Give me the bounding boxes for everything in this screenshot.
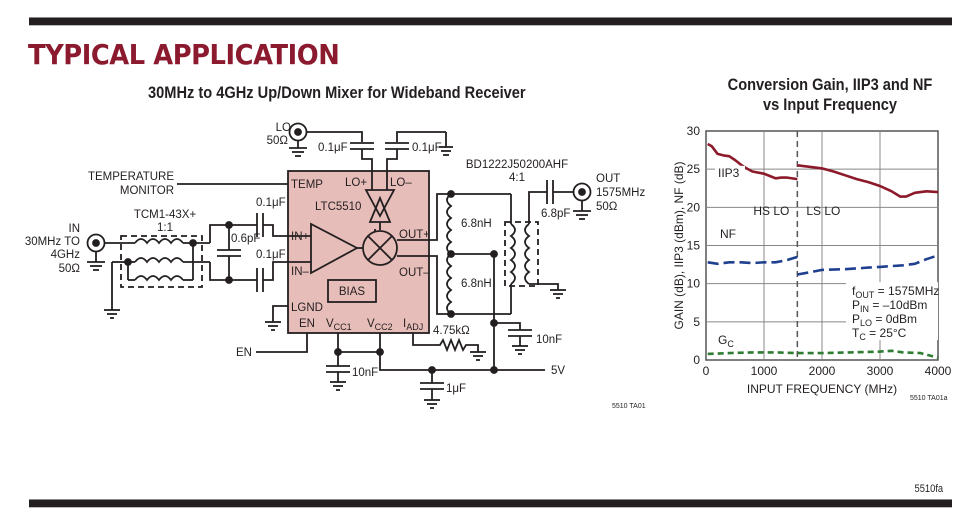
- pin-temp: TEMP: [291, 179, 323, 191]
- x-tick-label: 1000: [751, 364, 778, 378]
- chart-title-line2: vs Input Frequency: [762, 95, 898, 114]
- series-nf-line: [797, 254, 939, 276]
- schematic-title: 30MHz to 4GHz Up/Down Mixer for Wideband…: [148, 83, 526, 102]
- in-freq-line2: 4GHz: [51, 249, 81, 261]
- temp-monitor-line1: TEMPERATURE: [88, 171, 174, 183]
- pin-out-minus: OUT–: [399, 267, 430, 279]
- y-tick-label: 10: [687, 277, 701, 291]
- c-vcc-label: 10nF: [352, 367, 378, 379]
- en-label: EN: [236, 347, 252, 359]
- y-tick-label: 20: [687, 200, 701, 214]
- x-tick-label: 2000: [809, 364, 836, 378]
- chart-title-line1: Conversion Gain, IIP3 and NF: [727, 75, 933, 94]
- pin-in-plus: IN+: [291, 231, 310, 243]
- series-gc-line: [707, 349, 939, 359]
- l-bottom-label: 6.8nH: [461, 278, 492, 290]
- c-in-minus-label: 0.1μF: [256, 249, 286, 261]
- c-supply-label: 1μF: [446, 383, 466, 395]
- pin-lgnd: LGND: [291, 302, 323, 314]
- pin-en: EN: [299, 318, 315, 330]
- condition-line: PLO = 0dBm: [852, 312, 917, 328]
- c-in-shunt-label: 0.6pF: [231, 233, 260, 245]
- in-connector-icon: [86, 233, 106, 271]
- x-tick-label: 3000: [867, 364, 894, 378]
- pin-lo-plus: LO+: [345, 177, 367, 189]
- lo-label: LO: [276, 122, 291, 134]
- amplifier-icon: [310, 222, 359, 275]
- bottom-rule: [29, 499, 952, 508]
- section-title: TYPICAL APPLICATION: [28, 38, 340, 71]
- condition-line: fOUT = 1575MHz: [852, 284, 939, 300]
- x-tick-label: 0: [703, 364, 710, 378]
- series-iip3-line: [797, 164, 939, 198]
- pin-vcc2: VCC2: [367, 318, 393, 332]
- l-top-label: 6.8nH: [461, 218, 492, 230]
- series-label-bg: [717, 226, 747, 241]
- input-transformer-part: TCM1-43X+: [134, 209, 197, 221]
- series-label-iip3: IIP3: [718, 166, 740, 180]
- pin-iadj: IADJ: [403, 318, 423, 332]
- x-tick-label: 4000: [925, 364, 952, 378]
- chart-title: Conversion Gain, IIP3 and NF vs Input Fr…: [718, 75, 942, 115]
- schematic-figure-id: 5510 TA01: [612, 403, 646, 410]
- y-axis-label: GAIN (dB), IIP3 (dBm), NF (dB): [672, 161, 686, 329]
- y-tick-label: 30: [687, 124, 701, 138]
- in-label: IN: [69, 223, 81, 235]
- bias-block: [327, 279, 377, 303]
- condition-line: TC = 25°C: [852, 326, 907, 342]
- series-label-bg: [715, 332, 739, 347]
- y-tick-label: 5: [693, 315, 700, 329]
- lo-connector-icon: [288, 122, 308, 157]
- y-tick-label: 15: [687, 239, 701, 253]
- region-label-hs-lo: HS LO: [753, 204, 789, 218]
- series-label-gc: GC: [718, 333, 734, 349]
- c-lo-plus-label: 0.1μF: [318, 142, 348, 154]
- pin-lo-minus: LO–: [390, 177, 412, 189]
- x-axis-label: INPUT FREQUENCY (MHz): [747, 382, 897, 396]
- series-label-bg: [715, 165, 745, 180]
- lo-impedance: 50Ω: [267, 135, 289, 147]
- page-number: 5510fa: [914, 483, 944, 495]
- temp-monitor-line2: MONITOR: [120, 185, 174, 197]
- top-rule: [29, 17, 952, 26]
- input-transformer-ratio: 1:1: [157, 222, 173, 234]
- c-out-bypass-label: 10nF: [536, 334, 562, 346]
- chip-name: LTC5510: [315, 201, 361, 213]
- output-transformer-part: BD1222J50200AHF: [466, 159, 568, 171]
- out-freq: 1575MHz: [596, 187, 645, 199]
- c-in-plus-label: 0.1μF: [256, 197, 286, 209]
- in-impedance: 50Ω: [59, 263, 81, 275]
- pin-out-plus: OUT+: [399, 229, 430, 241]
- series-iip3-line: [707, 142, 798, 181]
- out-connector-icon: [572, 182, 592, 220]
- chart-figure-id: 5510 TA01a: [910, 395, 948, 402]
- condition-line: PIN = –10dBm: [852, 298, 927, 314]
- out-label: OUT: [596, 173, 620, 185]
- bias-label: BIAS: [339, 286, 366, 298]
- conditions-bg: [846, 282, 938, 341]
- region-label-ls-lo: LS LO: [806, 204, 840, 218]
- series-label-nf: NF: [720, 227, 736, 241]
- r-iadj-label: 4.75kΩ: [433, 325, 470, 337]
- output-transformer-ratio: 4:1: [509, 172, 525, 184]
- y-tick-label: 25: [687, 162, 701, 176]
- out-impedance: 50Ω: [596, 201, 618, 213]
- c-out-label: 6.8pF: [541, 208, 570, 220]
- y-tick-label: 0: [693, 353, 700, 367]
- c-lo-minus-label: 0.1μF: [412, 142, 442, 154]
- in-freq-line1: 30MHz TO: [25, 236, 80, 248]
- pin-in-minus: IN–: [291, 266, 310, 278]
- pin-vcc1: VCC1: [326, 318, 352, 332]
- supply-label: 5V: [551, 365, 565, 377]
